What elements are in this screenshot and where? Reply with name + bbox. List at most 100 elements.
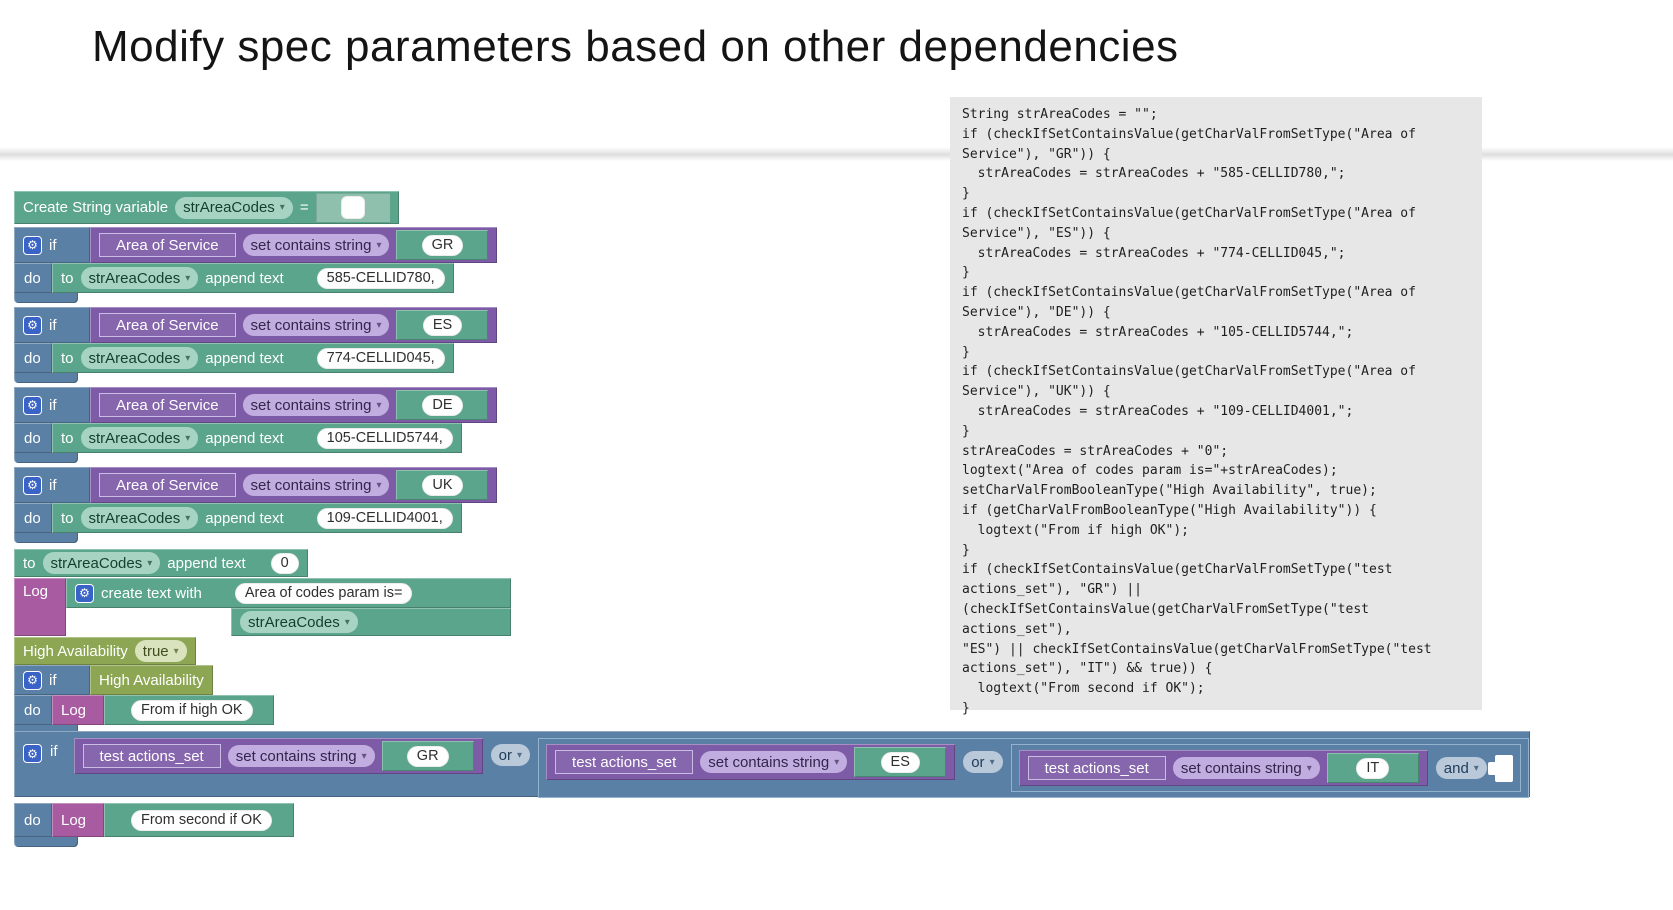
- variable-dropdown[interactable]: strAreaCodes ▾: [240, 611, 358, 633]
- append-block[interactable]: to strAreaCodes ▾ append text 774-CELLID…: [52, 343, 454, 373]
- dropdown-arrow-icon: ▾: [185, 432, 191, 444]
- param-field[interactable]: test actions_set: [82, 744, 221, 768]
- gear-icon[interactable]: ⚙: [23, 395, 42, 415]
- do-rail: do: [14, 423, 52, 453]
- if-label: if: [49, 316, 57, 334]
- gear-icon[interactable]: ⚙: [23, 475, 42, 495]
- if-header[interactable]: ⚙ if: [14, 665, 90, 695]
- create-text-arg-row[interactable]: strAreaCodes ▾: [231, 608, 511, 636]
- param-field[interactable]: Area of Service: [99, 393, 236, 417]
- variable-name: strAreaCodes: [88, 269, 181, 287]
- value-field[interactable]: GR: [406, 745, 449, 767]
- logic-joiner-dropdown[interactable]: or ▾: [490, 744, 531, 766]
- nested-logic-block[interactable]: test actions_set set contains string ▾ E…: [538, 738, 1529, 798]
- if-test-actions-block[interactable]: ⚙ if test actions_set set contains strin…: [14, 731, 1530, 847]
- value-field[interactable]: UK: [422, 474, 463, 496]
- if-header[interactable]: ⚙ if: [14, 307, 90, 343]
- value-field[interactable]: GR: [421, 234, 464, 256]
- value-field[interactable]: ES: [422, 314, 463, 336]
- variable-dropdown[interactable]: strAreaCodes ▾: [80, 267, 199, 289]
- empty-text-field[interactable]: [340, 196, 365, 219]
- boolean-dropdown[interactable]: true ▾: [134, 640, 187, 662]
- condition-block[interactable]: test actions_set set contains string ▾ G…: [73, 738, 483, 774]
- if-header[interactable]: ⚙ if: [14, 467, 90, 503]
- operator-dropdown[interactable]: set contains string ▾: [227, 745, 375, 767]
- param-field[interactable]: Area of Service: [99, 233, 236, 257]
- operator-dropdown[interactable]: set contains string ▾: [242, 394, 390, 416]
- append-value-field[interactable]: 109-CELLID4001,: [316, 507, 453, 529]
- logic-joiner-dropdown[interactable]: or ▾: [963, 751, 1003, 773]
- append-block[interactable]: to strAreaCodes ▾ append text 105-CELLID…: [52, 423, 462, 453]
- param-field[interactable]: Area of Service: [99, 313, 236, 337]
- empty-socket[interactable]: [1487, 755, 1513, 782]
- if-header[interactable]: ⚙ if: [14, 227, 90, 263]
- if-block-area-de[interactable]: ⚙ if Area of Service set contains string…: [14, 387, 498, 463]
- operator-dropdown[interactable]: set contains string ▾: [242, 474, 390, 496]
- create-text-block[interactable]: ⚙ create text with Area of codes param i…: [66, 578, 511, 608]
- append-value-field[interactable]: 585-CELLID780,: [316, 267, 445, 289]
- log-text-block[interactable]: From if high OK: [104, 695, 274, 725]
- condition-block[interactable]: test actions_set set contains string ▾ E…: [546, 744, 956, 780]
- append-zero-block[interactable]: to strAreaCodes ▾ append text 0: [14, 549, 308, 577]
- log-text-block[interactable]: From second if OK: [104, 803, 294, 837]
- value-socket: [315, 193, 390, 222]
- variable-name: strAreaCodes: [50, 554, 143, 572]
- gear-icon[interactable]: ⚙: [23, 670, 42, 690]
- create-variable-block[interactable]: Create String variable strAreaCodes ▾ =: [14, 191, 399, 224]
- logic-joiner-dropdown[interactable]: and ▾: [1435, 757, 1487, 779]
- operator-dropdown[interactable]: set contains string ▾: [242, 234, 390, 256]
- if-block-area-es[interactable]: ⚙ if Area of Service set contains string…: [14, 307, 498, 383]
- param-field[interactable]: test actions_set: [1027, 756, 1166, 780]
- param-field[interactable]: test actions_set: [555, 750, 694, 774]
- variable-dropdown[interactable]: strAreaCodes ▾: [42, 552, 161, 574]
- text-field[interactable]: Area of codes param is=: [234, 582, 413, 604]
- append-block[interactable]: to strAreaCodes ▾ append text 109-CELLID…: [52, 503, 462, 533]
- condition-block[interactable]: Area of Service set contains string ▾ ES: [90, 307, 498, 343]
- log-message-field[interactable]: From if high OK: [131, 699, 253, 721]
- append-block[interactable]: to strAreaCodes ▾ append text 585-CELLID…: [52, 263, 454, 293]
- condition-block[interactable]: test actions_set set contains string ▾ I…: [1018, 750, 1428, 786]
- operator-dropdown[interactable]: set contains string ▾: [1172, 757, 1320, 779]
- condition-block[interactable]: Area of Service set contains string ▾ GR: [90, 227, 498, 263]
- append-value-field[interactable]: 105-CELLID5744,: [316, 427, 453, 449]
- if-condition-bar[interactable]: ⚙ if test actions_set set contains strin…: [14, 731, 1530, 798]
- append-text-label: append text: [205, 509, 284, 527]
- if-block-area-uk[interactable]: ⚙ if Area of Service set contains string…: [14, 467, 498, 543]
- condition-block[interactable]: High Availability: [90, 665, 213, 695]
- log-block[interactable]: Log: [52, 803, 104, 837]
- operator-dropdown[interactable]: set contains string ▾: [700, 751, 848, 773]
- set-high-availability-block[interactable]: High Availability true ▾: [14, 637, 196, 665]
- value-field[interactable]: ES: [880, 751, 920, 773]
- gear-icon[interactable]: ⚙: [75, 583, 94, 603]
- condition-block[interactable]: Area of Service set contains string ▾ UK: [90, 467, 498, 503]
- value-field[interactable]: IT: [1356, 757, 1390, 779]
- variable-dropdown[interactable]: strAreaCodes ▾: [80, 347, 199, 369]
- condition-block[interactable]: Area of Service set contains string ▾ DE: [90, 387, 498, 423]
- gear-icon[interactable]: ⚙: [23, 235, 42, 255]
- do-label: do: [24, 811, 41, 829]
- append-value-field[interactable]: 0: [270, 552, 299, 574]
- if-block-area-gr[interactable]: ⚙ if Area of Service set contains string…: [14, 227, 498, 303]
- if-footer: [14, 533, 78, 543]
- gear-icon[interactable]: ⚙: [23, 744, 42, 763]
- log-block[interactable]: Log: [52, 695, 104, 725]
- log-message-field[interactable]: From second if OK: [131, 809, 272, 831]
- append-value-field[interactable]: 774-CELLID045,: [316, 347, 445, 369]
- variable-dropdown[interactable]: strAreaCodes ▾: [80, 427, 199, 449]
- operator-dropdown[interactable]: set contains string ▾: [242, 314, 390, 336]
- do-label: do: [24, 509, 41, 527]
- log-block[interactable]: Log: [14, 578, 66, 636]
- log-create-text-block[interactable]: Log ⚙ create text with Area of codes par…: [14, 578, 511, 636]
- if-high-availability-block[interactable]: ⚙ if High Availability do Log From if hi…: [14, 665, 274, 735]
- param-field[interactable]: Area of Service: [99, 473, 236, 497]
- gear-icon[interactable]: ⚙: [23, 315, 42, 335]
- dropdown-arrow-icon: ▾: [147, 557, 153, 569]
- do-label: do: [24, 701, 41, 719]
- variable-dropdown[interactable]: strAreaCodes ▾: [80, 507, 199, 529]
- if-label: if: [49, 236, 57, 254]
- value-field[interactable]: DE: [422, 394, 463, 416]
- nested-logic-block[interactable]: test actions_set set contains string ▾ I…: [1010, 744, 1521, 792]
- variable-dropdown[interactable]: strAreaCodes ▾: [175, 196, 293, 219]
- if-header[interactable]: ⚙ if: [14, 387, 90, 423]
